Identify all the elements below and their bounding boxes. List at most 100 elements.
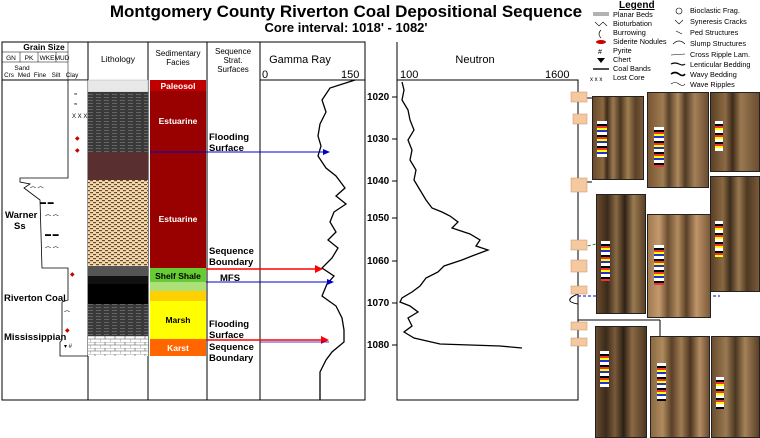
facies-karst [150,339,206,356]
surface-flooding-1b: Surface [209,143,244,154]
seq-heading-1: Sequence [215,47,252,56]
legend-coal-bands: Coal Bands [613,64,651,73]
grain-bottom-crs: Crs [4,72,14,79]
svg-text:▬ ▬: ▬ ▬ [40,200,54,206]
surface-seq-1a: Sequence [209,246,254,257]
grain-bottom-silt: Silt [52,72,61,79]
svg-text:▬ ▬: ▬ ▬ [45,232,59,238]
legend-bioclastic: Bioclastic Frag. [690,6,740,15]
legend-heading: Legend [619,0,655,11]
core-photo-9 [711,336,760,438]
facies-heading-1: Sedimentary [156,49,201,58]
surface-mfs: MFS [220,273,240,284]
gamma-ray-curve [317,79,356,400]
surface-flooding-2a: Flooding [209,319,249,330]
svg-text:◆: ◆ [65,328,70,334]
core-photo-1 [592,96,644,180]
svg-text:◆: ◆ [70,272,75,278]
depth-1070: 1070 [367,298,390,309]
gamma-min: 0 [262,69,268,81]
legend-chert: Chert [613,55,631,64]
surface-seq-1b: Boundary [209,257,254,268]
legend-wave-ripples: Wave Ripples [690,80,735,89]
grain-bottom-med: Med [18,72,31,79]
core-photo-5 [647,214,711,318]
formation-warner: Warner [5,210,38,221]
svg-text:≈: ≈ [74,102,78,108]
core-photo-6 [710,176,760,292]
legend-lost-core: Lost Core [613,73,645,82]
surface-seq-2b: Boundary [209,353,254,364]
page-subtitle: Core interval: 1018' - 1082' [264,20,428,35]
surface-arrows [150,149,334,344]
seq-heading-3: Surfaces [217,65,249,74]
surface-flooding-2b: Surface [209,330,244,341]
lithology-heading: Lithology [101,54,136,64]
core-photo-4 [596,194,646,314]
depth-1060: 1060 [367,256,390,267]
lithology-column [87,79,149,356]
neutron-title: Neutron [455,54,494,66]
grain-top-wke: WKE [40,55,55,62]
grain-symbols: X X X ≈ ≈ ◆ ◆ ⌒ ⌒ ▬ ▬ ⌒ ⌒ ▬ ▬ ⌒ ⌒ ◆ ⌒ ◆ … [30,92,87,350]
svg-text:⌒ ⌒: ⌒ ⌒ [45,215,59,222]
grain-bottom-fine: Fine [34,72,47,79]
depth-1040: 1040 [367,176,390,187]
facies-estuarine-lower [150,151,206,268]
formation-riverton-coal: Riverton Coal [4,293,66,304]
sample-markers [570,91,588,347]
gamma-title: Gamma Ray [269,54,331,66]
legend-ped-structures: Ped Structures [690,28,739,37]
legend-burrowing: Burrowing [613,28,646,37]
depth-1050: 1050 [367,213,390,224]
legend-pyrite: Pyrite [613,46,632,55]
facies-paleosol [150,80,206,91]
legend-bioturbation: Bioturbation [613,19,652,28]
facies-estuarine-upper [150,91,206,151]
legend-syneresis: Syneresis Cracks [690,17,747,26]
svg-text:#: # [598,49,602,56]
svg-text:◆: ◆ [75,136,80,142]
legend-wavy: Wavy Bedding [690,70,737,79]
facies-label-karst: Karst [167,343,189,353]
page-title: Montgomery County Riverton Coal Depositi… [109,2,583,21]
facies-column [150,80,206,356]
svg-text:x x x: x x x [590,77,602,83]
depth-1080: 1080 [367,340,390,351]
core-photo-3 [710,92,760,172]
core-photo-7 [595,326,647,438]
legend-panel: Legend Planar Beds Bioturbation Burrowin… [587,0,760,110]
facies-label-marsh: Marsh [165,315,190,325]
svg-text:≈: ≈ [74,92,78,98]
grain-top-pk: PK [25,55,34,62]
facies-label-paleosol: Paleosol [161,81,196,91]
legend-siderite-nodules: Siderite Nodules [613,37,667,46]
legend-slump: Slump Structures [690,39,746,48]
grain-bottom-clay: Clay [66,72,79,79]
facies-heading-2: Facies [166,58,190,67]
svg-text:⌒ ⌒: ⌒ ⌒ [30,187,44,194]
grain-sand-label: Sand [14,65,30,72]
facies-label-shelf-shale: Shelf Shale [155,271,201,281]
legend-cross-ripple: Cross Ripple Lam. [690,50,751,59]
neutron-max: 1600 [545,69,569,81]
formation-ss: Ss [14,221,26,232]
neutron-curve [399,81,523,349]
grain-size-heading: Grain Size [23,42,65,52]
facies-label-estuarine-1: Estuarine [159,116,198,126]
core-photo-2 [647,92,709,188]
grain-size-profile [19,79,89,357]
svg-text:⌒: ⌒ [64,311,70,318]
facies-shelf-shale [150,268,206,282]
svg-text:⌒ ⌒: ⌒ ⌒ [45,247,59,254]
grain-top-gn: GN [6,55,16,62]
legend-planar-beds: Planar Beds [613,10,653,19]
facies-label-estuarine-2: Estuarine [159,214,198,224]
legend-lenticular: Lenticular Bedding [690,60,751,69]
svg-text:▾ #: ▾ # [64,344,73,350]
surface-flooding-1a: Flooding [209,132,249,143]
seq-heading-2: Strat. [223,56,242,65]
formation-mississippian: Mississippian [4,332,66,343]
neutron-min: 100 [400,69,418,81]
